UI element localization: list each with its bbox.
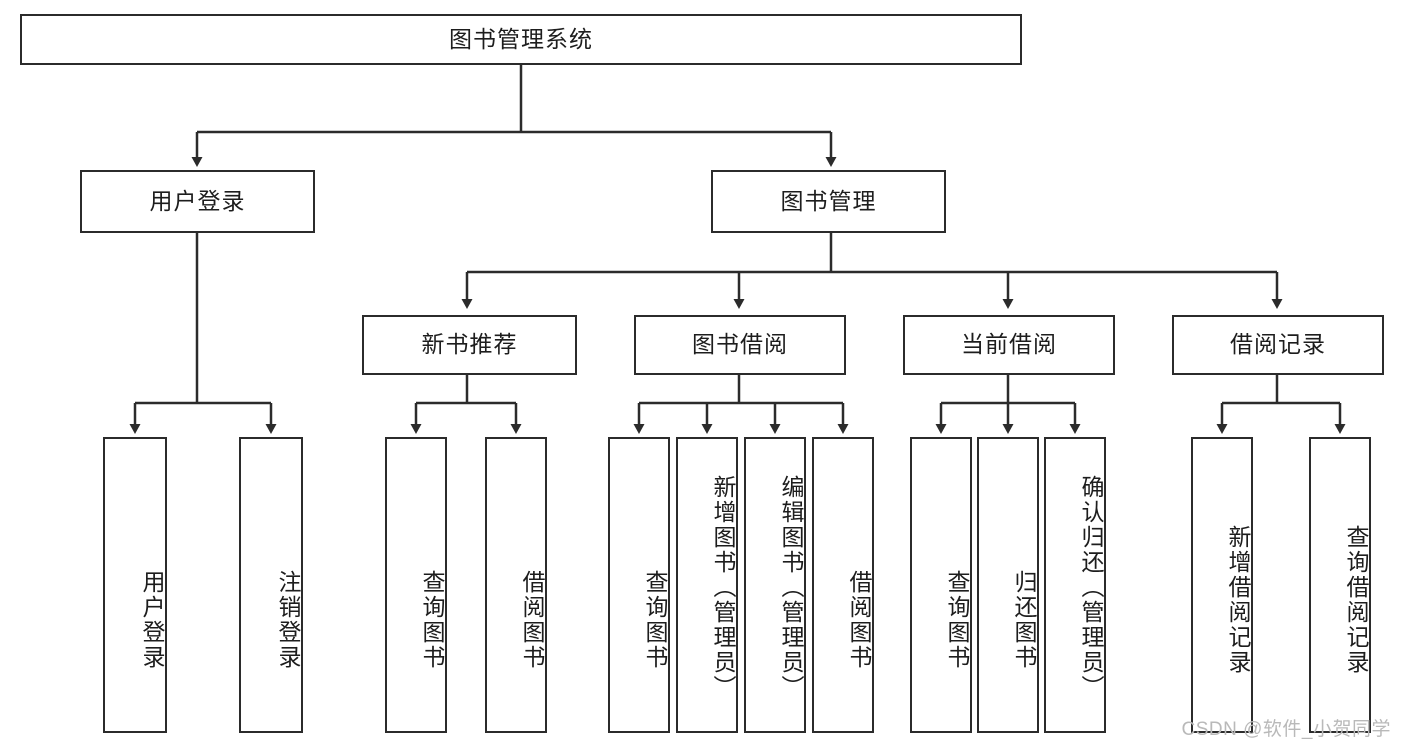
node-label: 借阅图书 [846,570,872,670]
leaf-query-book-borrow[interactable]: 查询图书 [608,437,670,733]
leaf-user-login[interactable]: 用户登录 [103,437,167,733]
leaf-add-book-admin[interactable]: 新增图书（管理员） [676,437,738,733]
node-label: 借阅图书 [519,570,545,670]
csdn-watermark: CSDN @软件_小贺同学 [1181,719,1391,740]
leaf-add-borrow-record[interactable]: 新增借阅记录 [1191,437,1253,733]
node-book-borrow[interactable]: 图书借阅 [634,315,846,375]
node-label: 图书管理系统 [449,25,593,52]
leaf-edit-book-admin[interactable]: 编辑图书（管理员） [744,437,806,733]
leaf-return-book[interactable]: 归还图书 [977,437,1039,733]
node-current-borrow[interactable]: 当前借阅 [903,315,1115,375]
leaf-borrow-book-recommend[interactable]: 借阅图书 [485,437,547,733]
node-label: 查询图书 [944,570,970,670]
node-label: 查询图书 [642,570,668,670]
node-user-login[interactable]: 用户登录 [80,170,315,233]
node-label: 图书管理 [780,187,877,214]
node-root-system[interactable]: 图书管理系统 [20,14,1022,65]
node-label: 当前借阅 [961,331,1057,358]
leaf-query-borrow-record[interactable]: 查询借阅记录 [1309,437,1371,733]
node-label: 新书推荐 [421,331,518,358]
node-label: 编辑图书（管理员） [778,474,804,700]
leaf-logout[interactable]: 注销登录 [239,437,303,733]
node-label: 查询图书 [419,570,445,670]
node-label: 新增借阅记录 [1225,525,1251,675]
node-label: 图书借阅 [692,331,788,358]
leaf-borrow-book-borrow[interactable]: 借阅图书 [812,437,874,733]
node-label: 注销登录 [275,570,301,670]
node-book-management[interactable]: 图书管理 [711,170,946,233]
node-label: 归还图书 [1011,570,1037,670]
node-borrow-record[interactable]: 借阅记录 [1172,315,1384,375]
node-label: 用户登录 [149,187,246,214]
node-label: 用户登录 [139,570,165,670]
leaf-query-book-current[interactable]: 查询图书 [910,437,972,733]
node-label: 查询借阅记录 [1343,525,1369,675]
node-new-book-recommend[interactable]: 新书推荐 [362,315,577,375]
node-label: 确认归还（管理员） [1078,474,1104,700]
leaf-query-book-recommend[interactable]: 查询图书 [385,437,447,733]
leaf-confirm-return-admin[interactable]: 确认归还（管理员） [1044,437,1106,733]
node-label: 借阅记录 [1230,331,1326,358]
node-label: 新增图书（管理员） [710,474,736,700]
